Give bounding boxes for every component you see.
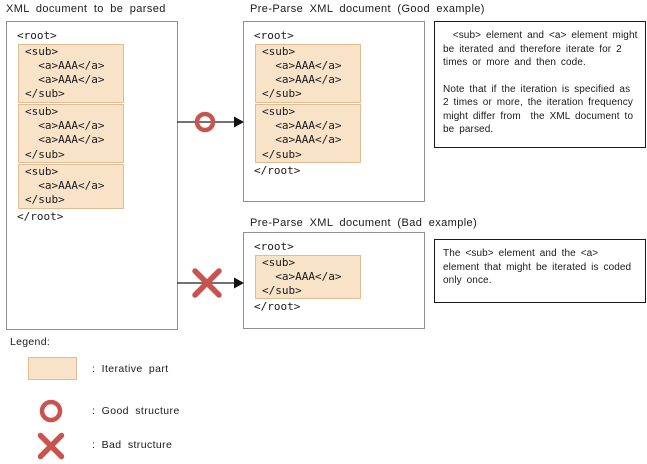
- code-line: <a>AAA</a>: [25, 133, 105, 147]
- code-line: </sub>: [262, 147, 302, 161]
- iterative-block: <sub> <a>AAA</a> <a>AAA</a> </sub>: [18, 103, 124, 163]
- code-line: </root>: [254, 300, 301, 314]
- bad-xml-panel: <root> <sub> <a>AAA</a> </sub> </root>: [243, 232, 425, 329]
- bad-panel-title: Pre-Parse XML document (Bad example): [250, 217, 478, 229]
- bad-connector: [177, 265, 245, 306]
- code-line: <root>: [254, 240, 294, 253]
- code-line: <a>AAA</a>: [262, 73, 342, 87]
- code-line: <sub>: [25, 44, 59, 58]
- code-line: </sub>: [262, 284, 302, 298]
- good-structure-icon: [36, 396, 66, 431]
- bad-structure-icon: [192, 268, 222, 298]
- code-line: <sub>: [262, 255, 296, 269]
- arrow-right-icon: [177, 268, 244, 298]
- arrow-right-icon: [177, 111, 244, 133]
- source-panel-title: XML document to be parsed: [6, 3, 166, 15]
- code-line: <a>AAA</a>: [262, 118, 342, 132]
- iterative-block: <sub> <a>AAA</a> <a>AAA</a> </sub>: [255, 43, 361, 103]
- code-line: <sub>: [262, 104, 296, 118]
- code-line: </root>: [254, 163, 301, 177]
- code-line: </sub>: [25, 193, 65, 207]
- code-line: </sub>: [25, 87, 65, 101]
- good-xml-panel: <root> <sub> <a>AAA</a> <a>AAA</a> </sub…: [243, 21, 425, 202]
- code-line: <root>: [254, 29, 294, 42]
- good-note-box: <sub> element and <a> element might be i…: [434, 21, 646, 148]
- bad-structure-icon: [37, 432, 65, 464]
- good-panel-title: Pre-Parse XML document (Good example): [250, 3, 485, 15]
- good-connector: [177, 104, 245, 145]
- iterative-block: <sub> <a>AAA</a> <a>AAA</a> </sub>: [255, 103, 361, 163]
- iterative-block: <sub> <a>AAA</a> </sub>: [18, 163, 124, 209]
- code-line: <a>AAA</a>: [25, 73, 105, 87]
- code-line: <sub>: [25, 104, 59, 118]
- code-line: <sub>: [25, 164, 59, 178]
- code-line: </sub>: [25, 147, 65, 161]
- iterative-part-swatch: [28, 357, 77, 380]
- code-line: <a>AAA</a>: [25, 58, 105, 72]
- legend-item-label: : Iterative part: [92, 363, 169, 375]
- bad-note-box: The <sub> element and the <a> element th…: [434, 239, 646, 303]
- iterative-block: <sub> <a>AAA</a> <a>AAA</a> </sub>: [18, 43, 124, 103]
- code-line: <a>AAA</a>: [262, 269, 342, 283]
- code-line: <a>AAA</a>: [25, 118, 105, 132]
- code-line: <a>AAA</a>: [262, 58, 342, 72]
- legend-item-label: : Bad structure: [92, 439, 173, 451]
- legend-title: Legend:: [10, 336, 51, 348]
- code-line: </sub>: [262, 87, 302, 101]
- good-note-paragraph: <sub> element and <a> element might be i…: [443, 30, 643, 68]
- code-line: <root>: [17, 29, 57, 42]
- iterative-block: <sub> <a>AAA</a> </sub>: [255, 254, 361, 300]
- bad-note-paragraph: The <sub> element and the <a> element th…: [443, 248, 637, 286]
- code-line: <sub>: [262, 44, 296, 58]
- good-note-paragraph: Note that if the iteration is specified …: [443, 83, 638, 136]
- code-line: <a>AAA</a>: [25, 179, 105, 193]
- good-structure-icon: [194, 111, 216, 133]
- source-xml-panel: <root> <sub> <a>AAA</a> <a>AAA</a> </sub…: [6, 21, 178, 330]
- code-line: <a>AAA</a>: [262, 133, 342, 147]
- code-line: </root>: [17, 209, 64, 223]
- legend-item-label: : Good structure: [92, 405, 180, 417]
